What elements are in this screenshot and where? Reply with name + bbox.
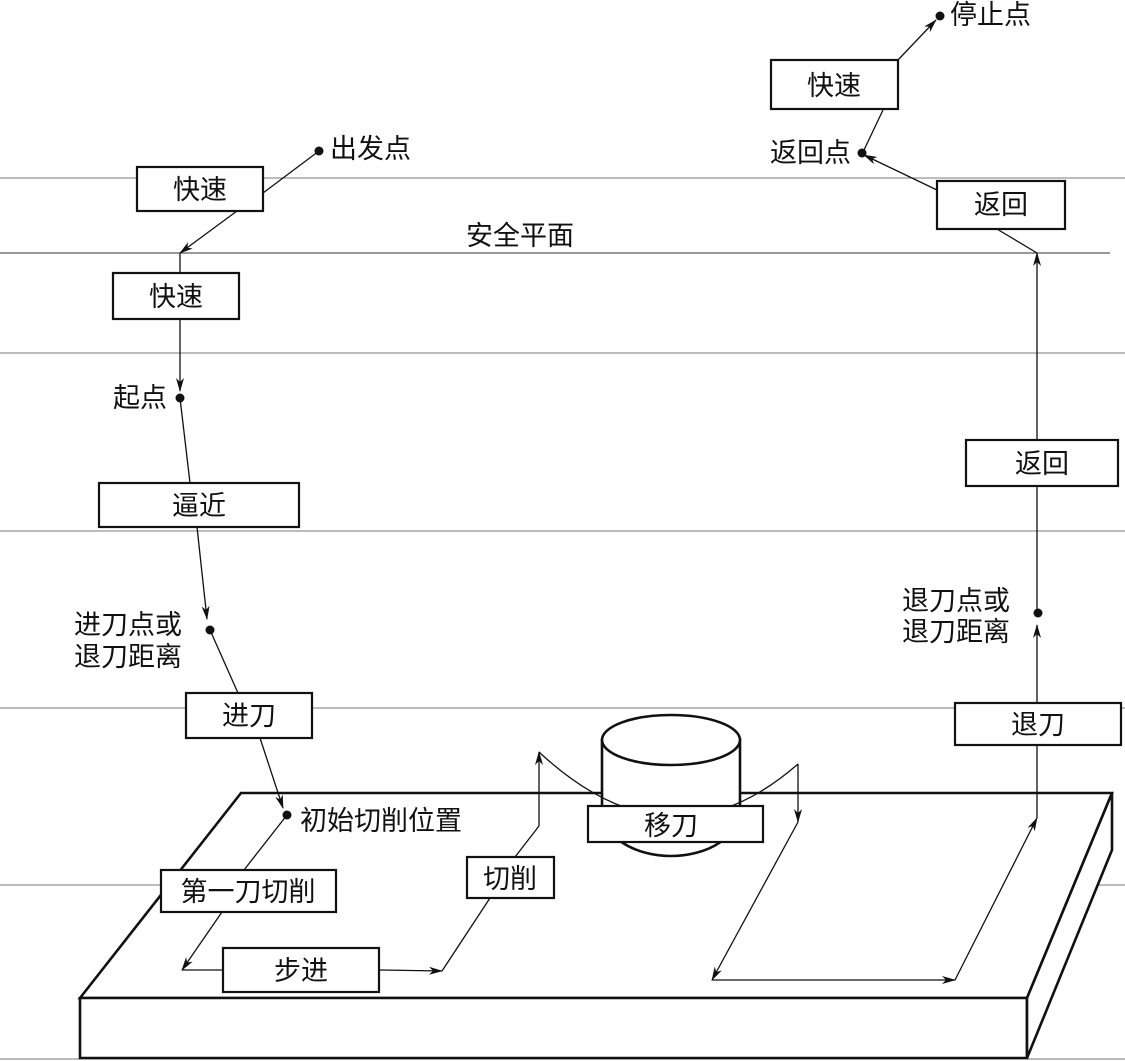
path-rapid-to-stop (897, 19, 937, 61)
rapid-label-top-right: 快速 (807, 71, 861, 102)
stop-point-marker (935, 11, 945, 21)
step-over-label: 步进 (274, 956, 328, 987)
path-stepover-to-corner (378, 966, 443, 975)
path-cut-down-left (711, 821, 799, 981)
start-point-label: 起点 (113, 383, 167, 414)
rapid-label-left: 快速 (149, 282, 203, 313)
workpiece-side-face (1025, 792, 1114, 1059)
return-box-upper: 返回 (935, 179, 1067, 231)
rapid-box-top-left: 快速 (135, 165, 265, 213)
start-point-marker (175, 393, 185, 403)
rapid-box-left: 快速 (111, 271, 241, 321)
feed-in-label: 进刀 (222, 701, 276, 732)
path-initial-to-firstcut (243, 814, 288, 871)
approach-label: 逼近 (172, 491, 226, 522)
return-label-upper: 返回 (974, 190, 1028, 221)
move-tool-box: 移刀 (586, 804, 765, 844)
path-corner-to-cutbox (441, 897, 491, 972)
path-points (175, 11, 1043, 820)
feed-point-marker (205, 625, 215, 635)
retract-point-label-line2: 退刀距离 (902, 617, 1010, 648)
cutting-label: 切削 (483, 864, 537, 895)
path-approach-to-feedpoint (196, 526, 210, 620)
retract-box: 退刀 (953, 701, 1123, 747)
safety-plane-label: 安全平面 (466, 221, 574, 252)
path-returnbox-to-returnpoint (863, 154, 940, 192)
retract-label: 退刀 (1011, 710, 1065, 741)
first-cut-label: 第一刀切削 (181, 877, 316, 908)
path-returnpoint-to-rapid (863, 109, 884, 151)
path-rapid-to-safety (179, 210, 238, 254)
departure-point-label: 出发点 (330, 134, 411, 165)
tool-path (176, 19, 1041, 984)
initial-cut-position-label: 初始切削位置 (300, 806, 462, 837)
path-feedpoint-to-feedin (209, 629, 239, 694)
stop-point-label: 停止点 (950, 0, 1031, 31)
feed-in-box: 进刀 (184, 691, 314, 740)
workpiece-block (77, 791, 1114, 1060)
feed-point-label-line2: 退刀距离 (74, 642, 182, 673)
path-cutbox-to-rise (514, 825, 540, 858)
path-start-to-approach (179, 397, 191, 484)
move-tool-label: 移刀 (644, 811, 698, 842)
return-point-marker (857, 148, 867, 158)
first-cut-box: 第一刀切削 (159, 868, 338, 914)
retract-point-label-line1: 退刀点或 (902, 586, 1010, 617)
path-cut-up-right (954, 817, 1038, 981)
path-departure-to-rapid (262, 150, 320, 194)
path-safety-to-returnbox (996, 228, 1038, 254)
cutting-box: 切削 (465, 855, 556, 900)
cylinder-top (600, 713, 742, 767)
workpiece-front-face (78, 996, 1029, 1060)
departure-point-marker (314, 146, 324, 156)
path-firstcut-to-corner (181, 911, 223, 971)
feed-point-label-line1: 进刀点或 (74, 610, 182, 641)
return-point-label: 返回点 (770, 138, 851, 169)
rapid-box-top-right: 快速 (769, 58, 900, 111)
point-labels: 安全平面 出发点 起点 进刀点或 退刀距离 初始切削位置 返回点 停止点 退刀点… (74, 0, 1031, 837)
initial-cut-marker (282, 810, 292, 820)
return-label-lower: 返回 (1015, 449, 1069, 480)
approach-box: 逼近 (97, 481, 301, 529)
retract-point-marker (1033, 608, 1043, 618)
step-over-box: 步进 (221, 946, 381, 994)
rapid-label-top-left: 快速 (173, 175, 227, 206)
step-boxes: 快速 快速 逼近 进刀 第一刀切削 步进 切削 移刀 (97, 58, 1123, 994)
path-feedin-to-initial (259, 737, 284, 809)
return-box-lower: 返回 (964, 438, 1120, 488)
